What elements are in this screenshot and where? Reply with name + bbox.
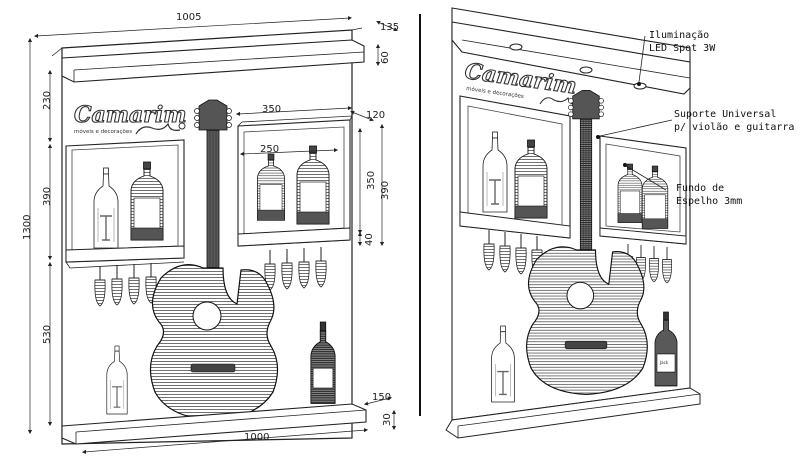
- dim-inner-height: 350: [366, 171, 377, 190]
- dim-base-height: 30: [382, 413, 393, 426]
- led-spot: [509, 43, 523, 51]
- dim-width-bottom: 1000: [244, 432, 269, 443]
- brand-logo: Camarim: [74, 102, 187, 128]
- right-niche-box: [237, 115, 353, 247]
- led-spot: [579, 66, 593, 74]
- annotation-mirror-line1: Fundo de: [676, 183, 724, 194]
- dim-width-top: 1005: [176, 12, 201, 23]
- leader-dot: [637, 82, 641, 86]
- dim-total-height: 1300: [22, 215, 33, 240]
- logo-ornament: [135, 122, 181, 135]
- dim-base-offset: 40: [364, 233, 375, 246]
- annotation-mirror-line2: Espelho 3mm: [676, 196, 742, 207]
- leader-support: [599, 119, 673, 137]
- dim-inner-width: 250: [260, 144, 279, 155]
- left-niche-box: [65, 139, 185, 269]
- leader-dot: [623, 163, 627, 167]
- right-view: Camarim móveis e decorações: [445, 7, 701, 439]
- leader-lighting: [638, 35, 646, 83]
- dimension-lines: [27, 16, 398, 454]
- dim-shelf-height: 60: [380, 51, 391, 64]
- dim-bottom-section: 530: [42, 325, 53, 344]
- dim-base-depth: 150: [372, 392, 391, 403]
- logo-ornament: [539, 96, 579, 105]
- dim-box-depth: 120: [366, 110, 385, 121]
- brand-tagline: móveis e decorações: [74, 128, 132, 135]
- leader-dot: [596, 135, 600, 139]
- left-view: Camarim móveis e decorações: [51, 27, 367, 445]
- dim-right-box-height: 390: [380, 181, 391, 200]
- leader-mirror: [625, 165, 667, 191]
- dim-depth-top: 135: [380, 22, 399, 33]
- annotation-lighting-line1: Iluminação: [649, 30, 709, 41]
- dim-box-height: 390: [42, 187, 53, 206]
- annotation-support-line1: Suporte Universal: [674, 109, 776, 120]
- bottle-label-text: Jack: [659, 360, 669, 365]
- dim-box-width: 350: [262, 104, 281, 115]
- annotation-support-line2: p/ violão e guitarra: [674, 122, 794, 133]
- annotation-lighting-line2: LED Spot 3W: [649, 43, 716, 54]
- dim-top-section: 230: [42, 91, 53, 110]
